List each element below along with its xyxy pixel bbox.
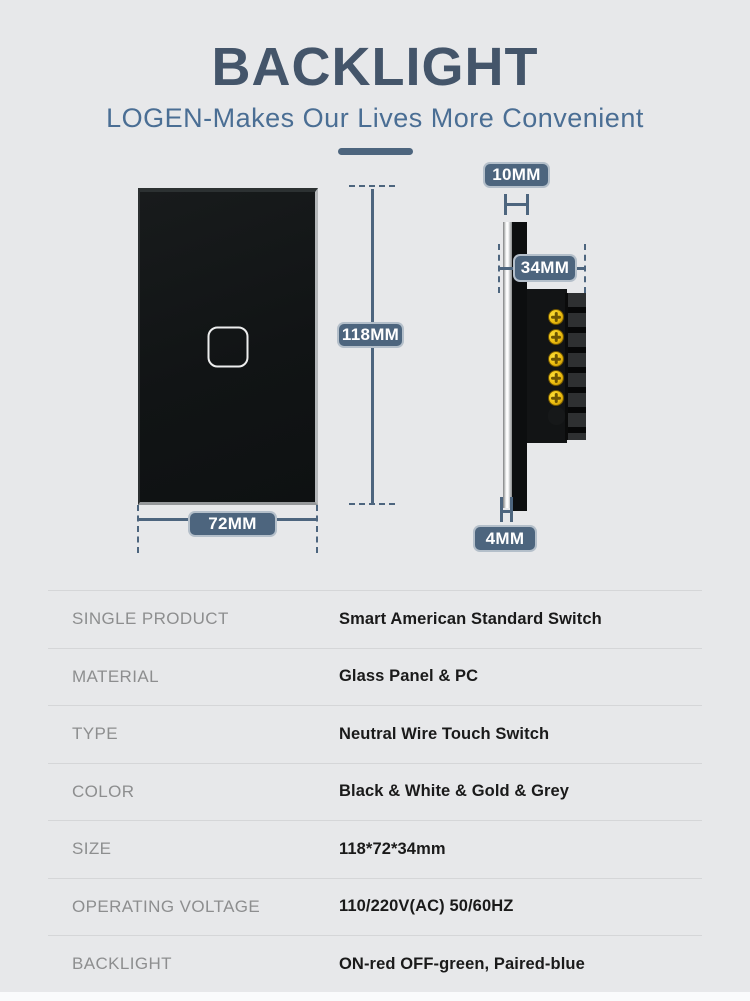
terminal-screw-icon bbox=[548, 351, 564, 367]
width-dimension-right-dash bbox=[316, 505, 318, 553]
width-dimension-label: 72MM bbox=[188, 511, 277, 537]
spec-label: SINGLE PRODUCT bbox=[72, 609, 229, 629]
side-view-terminal-block bbox=[565, 293, 586, 440]
side-view-frame-edge bbox=[512, 222, 527, 511]
depth-dimension-label: 34MM bbox=[513, 254, 577, 282]
spec-value: Smart American Standard Switch bbox=[339, 609, 602, 628]
spec-row-type: TYPE Neutral Wire Touch Switch bbox=[48, 705, 702, 763]
height-dimension-label: 118MM bbox=[337, 322, 404, 348]
touch-button-outline bbox=[207, 326, 248, 368]
bottom-fade-strip bbox=[0, 992, 750, 1001]
spec-value: 110/220V(AC) 50/60HZ bbox=[339, 897, 514, 916]
spec-row-backlight: BACKLIGHT ON-red OFF-green, Paired-blue bbox=[48, 935, 702, 993]
spec-row-operating-voltage: OPERATING VOLTAGE 110/220V(AC) 50/60HZ bbox=[48, 877, 702, 936]
height-dimension-top-dash bbox=[349, 185, 395, 187]
terminal-screw-icon bbox=[548, 329, 564, 345]
page-subtitle: LOGEN-Makes Our Lives More Convenient bbox=[106, 103, 644, 133]
height-dimension-bottom-dash bbox=[349, 503, 395, 505]
terminal-screw-icon bbox=[548, 370, 564, 386]
panel-thickness-label: 10MM bbox=[483, 162, 550, 188]
terminal-screw-icon bbox=[548, 309, 564, 325]
depth-dimension-left-dash bbox=[498, 244, 500, 293]
spec-table: SINGLE PRODUCT Smart American Standard S… bbox=[48, 590, 702, 993]
page-title: BACKLIGHT bbox=[211, 37, 539, 97]
side-view-lower-knob bbox=[548, 407, 565, 425]
glass-thickness-bracket-right bbox=[510, 497, 513, 522]
spec-value: Black & White & Gold & Grey bbox=[339, 782, 570, 801]
spec-label: COLOR bbox=[72, 781, 135, 801]
spec-value: Glass Panel & PC bbox=[339, 667, 479, 686]
glass-thickness-bracket-left bbox=[500, 497, 503, 522]
spec-value: 118*72*34mm bbox=[339, 839, 446, 858]
glass-thickness-bracket-bar bbox=[500, 510, 512, 513]
spec-row-material: MATERIAL Glass Panel & PC bbox=[48, 647, 702, 706]
terminal-screw-icon bbox=[548, 390, 564, 406]
spec-label: BACKLIGHT bbox=[72, 954, 172, 974]
spec-row-color: COLOR Black & White & Gold & Grey bbox=[48, 762, 702, 821]
side-view-glass-edge bbox=[503, 222, 512, 508]
spec-label: SIZE bbox=[72, 839, 112, 859]
switch-front-panel bbox=[138, 188, 318, 505]
spec-row-size: SIZE 118*72*34mm bbox=[48, 820, 702, 878]
title-divider-bar bbox=[338, 148, 413, 155]
spec-value: ON-red OFF-green, Paired-blue bbox=[339, 954, 585, 973]
spec-label: MATERIAL bbox=[72, 666, 159, 686]
glass-thickness-label: 4MM bbox=[473, 525, 537, 552]
spec-row-single-product: SINGLE PRODUCT Smart American Standard S… bbox=[48, 590, 702, 648]
spec-label: OPERATING VOLTAGE bbox=[72, 896, 261, 916]
spec-value: Neutral Wire Touch Switch bbox=[339, 724, 550, 743]
panel-thickness-bracket-bar bbox=[504, 203, 529, 206]
spec-label: TYPE bbox=[72, 724, 119, 744]
width-dimension-left-dash bbox=[137, 505, 139, 553]
